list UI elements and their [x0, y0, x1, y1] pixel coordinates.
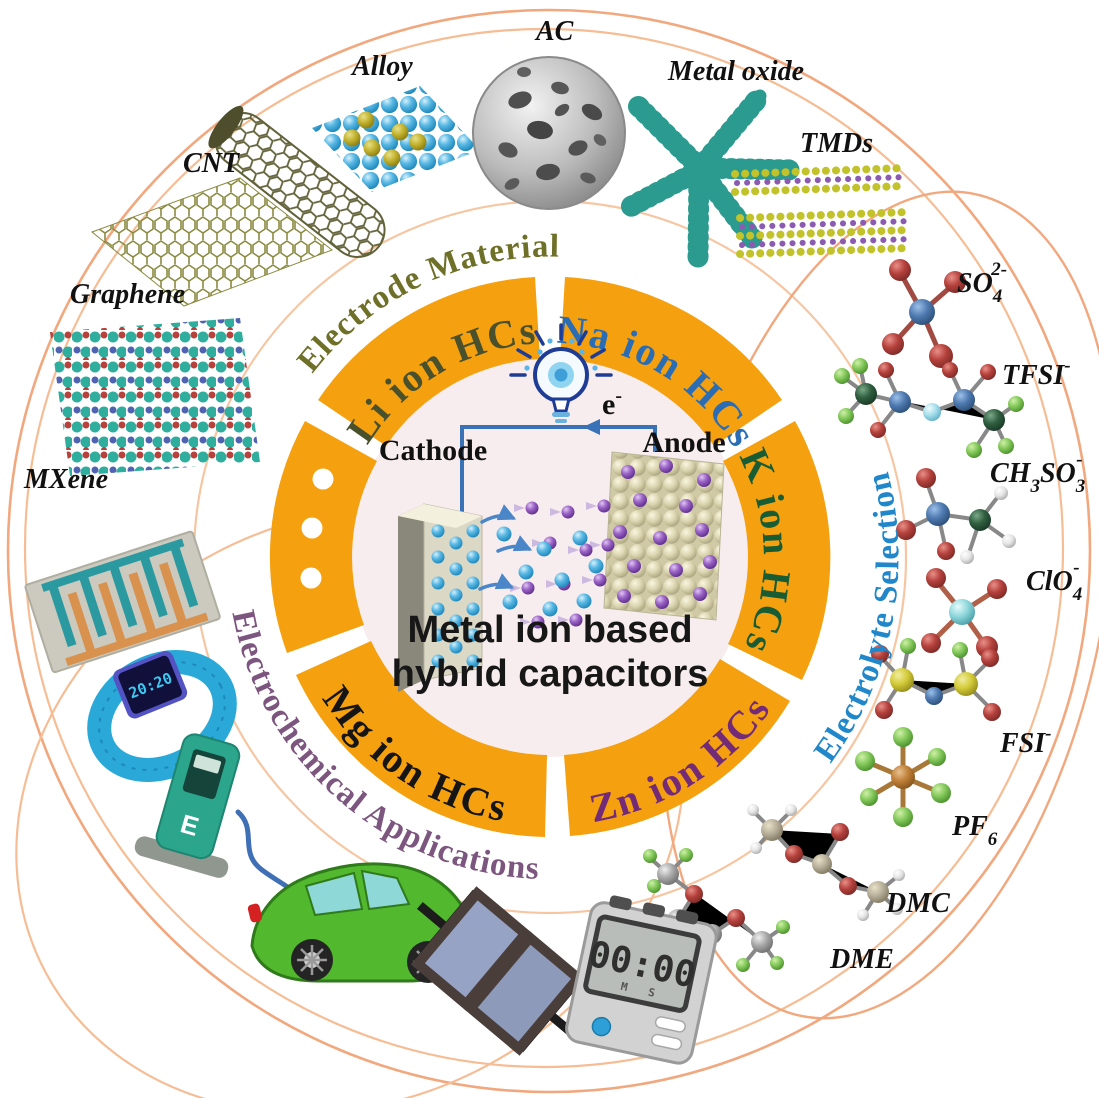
- cathode-electrode: [398, 503, 483, 692]
- electron-flow-arrow: [583, 419, 600, 435]
- timer-seconds-label: S: [647, 986, 656, 1000]
- cnt-illustration: [208, 105, 386, 258]
- molecule-tfsi: [834, 358, 1024, 458]
- outer-inner-arc: [23, 27, 1065, 1069]
- molecule-sulfate: [882, 259, 966, 368]
- timer-illustration: 00:00 M S: [565, 895, 718, 1065]
- alloy-illustration: [312, 86, 480, 192]
- graphene-illustration: [90, 177, 334, 307]
- electrolyte-label-fsi: FSI-: [999, 723, 1051, 759]
- electrolyte-label-so4: SO42-: [957, 259, 1007, 307]
- electrolyte-label-pf6: PF6: [951, 811, 998, 850]
- molecule-methanesulfonate: [896, 468, 1016, 564]
- cathode-label: Cathode: [379, 434, 487, 467]
- material-label-alloy: Alloy: [350, 51, 413, 82]
- electrolyte-ions: [478, 499, 615, 629]
- tmds-illustration: [731, 164, 914, 258]
- charging-station-illustration: E: [134, 733, 299, 901]
- wheel-segment-mg: [296, 641, 547, 837]
- charging-cable: [235, 809, 299, 901]
- wheel-segment-li: [318, 277, 540, 446]
- circuit-wire: [460, 425, 657, 517]
- material-label-metal-oxide: Metal oxide: [667, 56, 804, 87]
- activated-carbon-illustration: [472, 56, 626, 210]
- electrolyte-label-dmc: DMC: [885, 888, 950, 919]
- molecule-fsi: [871, 638, 1001, 721]
- outer-boundary-arc: [6, 8, 1092, 1094]
- electrolyte-label-clo4: ClO4-: [1026, 557, 1082, 605]
- figure-title-line1: Metal ion based: [407, 609, 692, 651]
- material-label-mxene: MXene: [23, 464, 108, 495]
- metal-oxide-illustration: [617, 85, 803, 269]
- center-illustration: e-: [379, 323, 726, 695]
- molecule-dmc: [747, 804, 905, 921]
- electron-label: e-: [602, 385, 622, 421]
- wheel-segment-zn: [564, 659, 790, 836]
- anode-label: Anode: [642, 426, 725, 459]
- wheel-segment-ellipsis: [269, 421, 377, 653]
- timer-minutes-label: M: [620, 980, 630, 994]
- wheel-segment-na: [560, 277, 782, 446]
- ellipsis-dots: [300, 468, 334, 589]
- electrolyte-label-dme: DME: [829, 944, 894, 975]
- material-label-tmds: TMDs: [800, 128, 873, 159]
- mxene-illustration: [50, 318, 260, 476]
- molecule-pf6: [855, 727, 951, 827]
- material-label-graphene: Graphene: [70, 279, 185, 310]
- figure-title-line2: hybrid capacitors: [392, 653, 709, 695]
- wheel-segment-k: [723, 421, 831, 680]
- electrolyte-label-ch3so3: CH3SO3-: [990, 449, 1085, 497]
- material-label-ac: AC: [534, 16, 574, 47]
- capacitor-illustration: [410, 886, 586, 1056]
- anode-electrode: [603, 451, 725, 621]
- micro-supercapacitor-illustration: [24, 530, 221, 674]
- material-label-cnt: CNT: [183, 148, 241, 179]
- light-bulb-icon: [509, 323, 613, 423]
- electrolyte-label-tfsi: TFSI-: [1002, 355, 1071, 391]
